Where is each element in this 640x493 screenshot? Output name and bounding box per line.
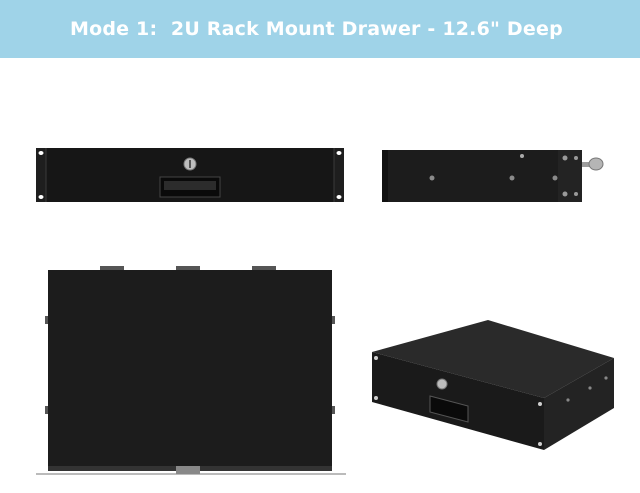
- perspective-view-drawing: [372, 320, 614, 450]
- front-view: [36, 146, 344, 204]
- top-view: [36, 266, 346, 478]
- drawer-handle: [159, 176, 221, 198]
- lock-icon: [436, 378, 448, 390]
- top-view-drawing: [36, 266, 346, 475]
- drawer-handle: [429, 395, 469, 423]
- title-banner: Mode 1: 2U Rack Mount Drawer - 12.6" Dee…: [0, 0, 640, 58]
- perspective-view: [368, 318, 618, 458]
- key-icon: [582, 157, 604, 171]
- lock-icon: [183, 157, 197, 171]
- front-view-drawing: [36, 148, 344, 202]
- page-title: Mode 1: 2U Rack Mount Drawer - 12.6" Dee…: [70, 18, 563, 40]
- side-view: [380, 148, 610, 204]
- side-view-drawing: [382, 150, 604, 202]
